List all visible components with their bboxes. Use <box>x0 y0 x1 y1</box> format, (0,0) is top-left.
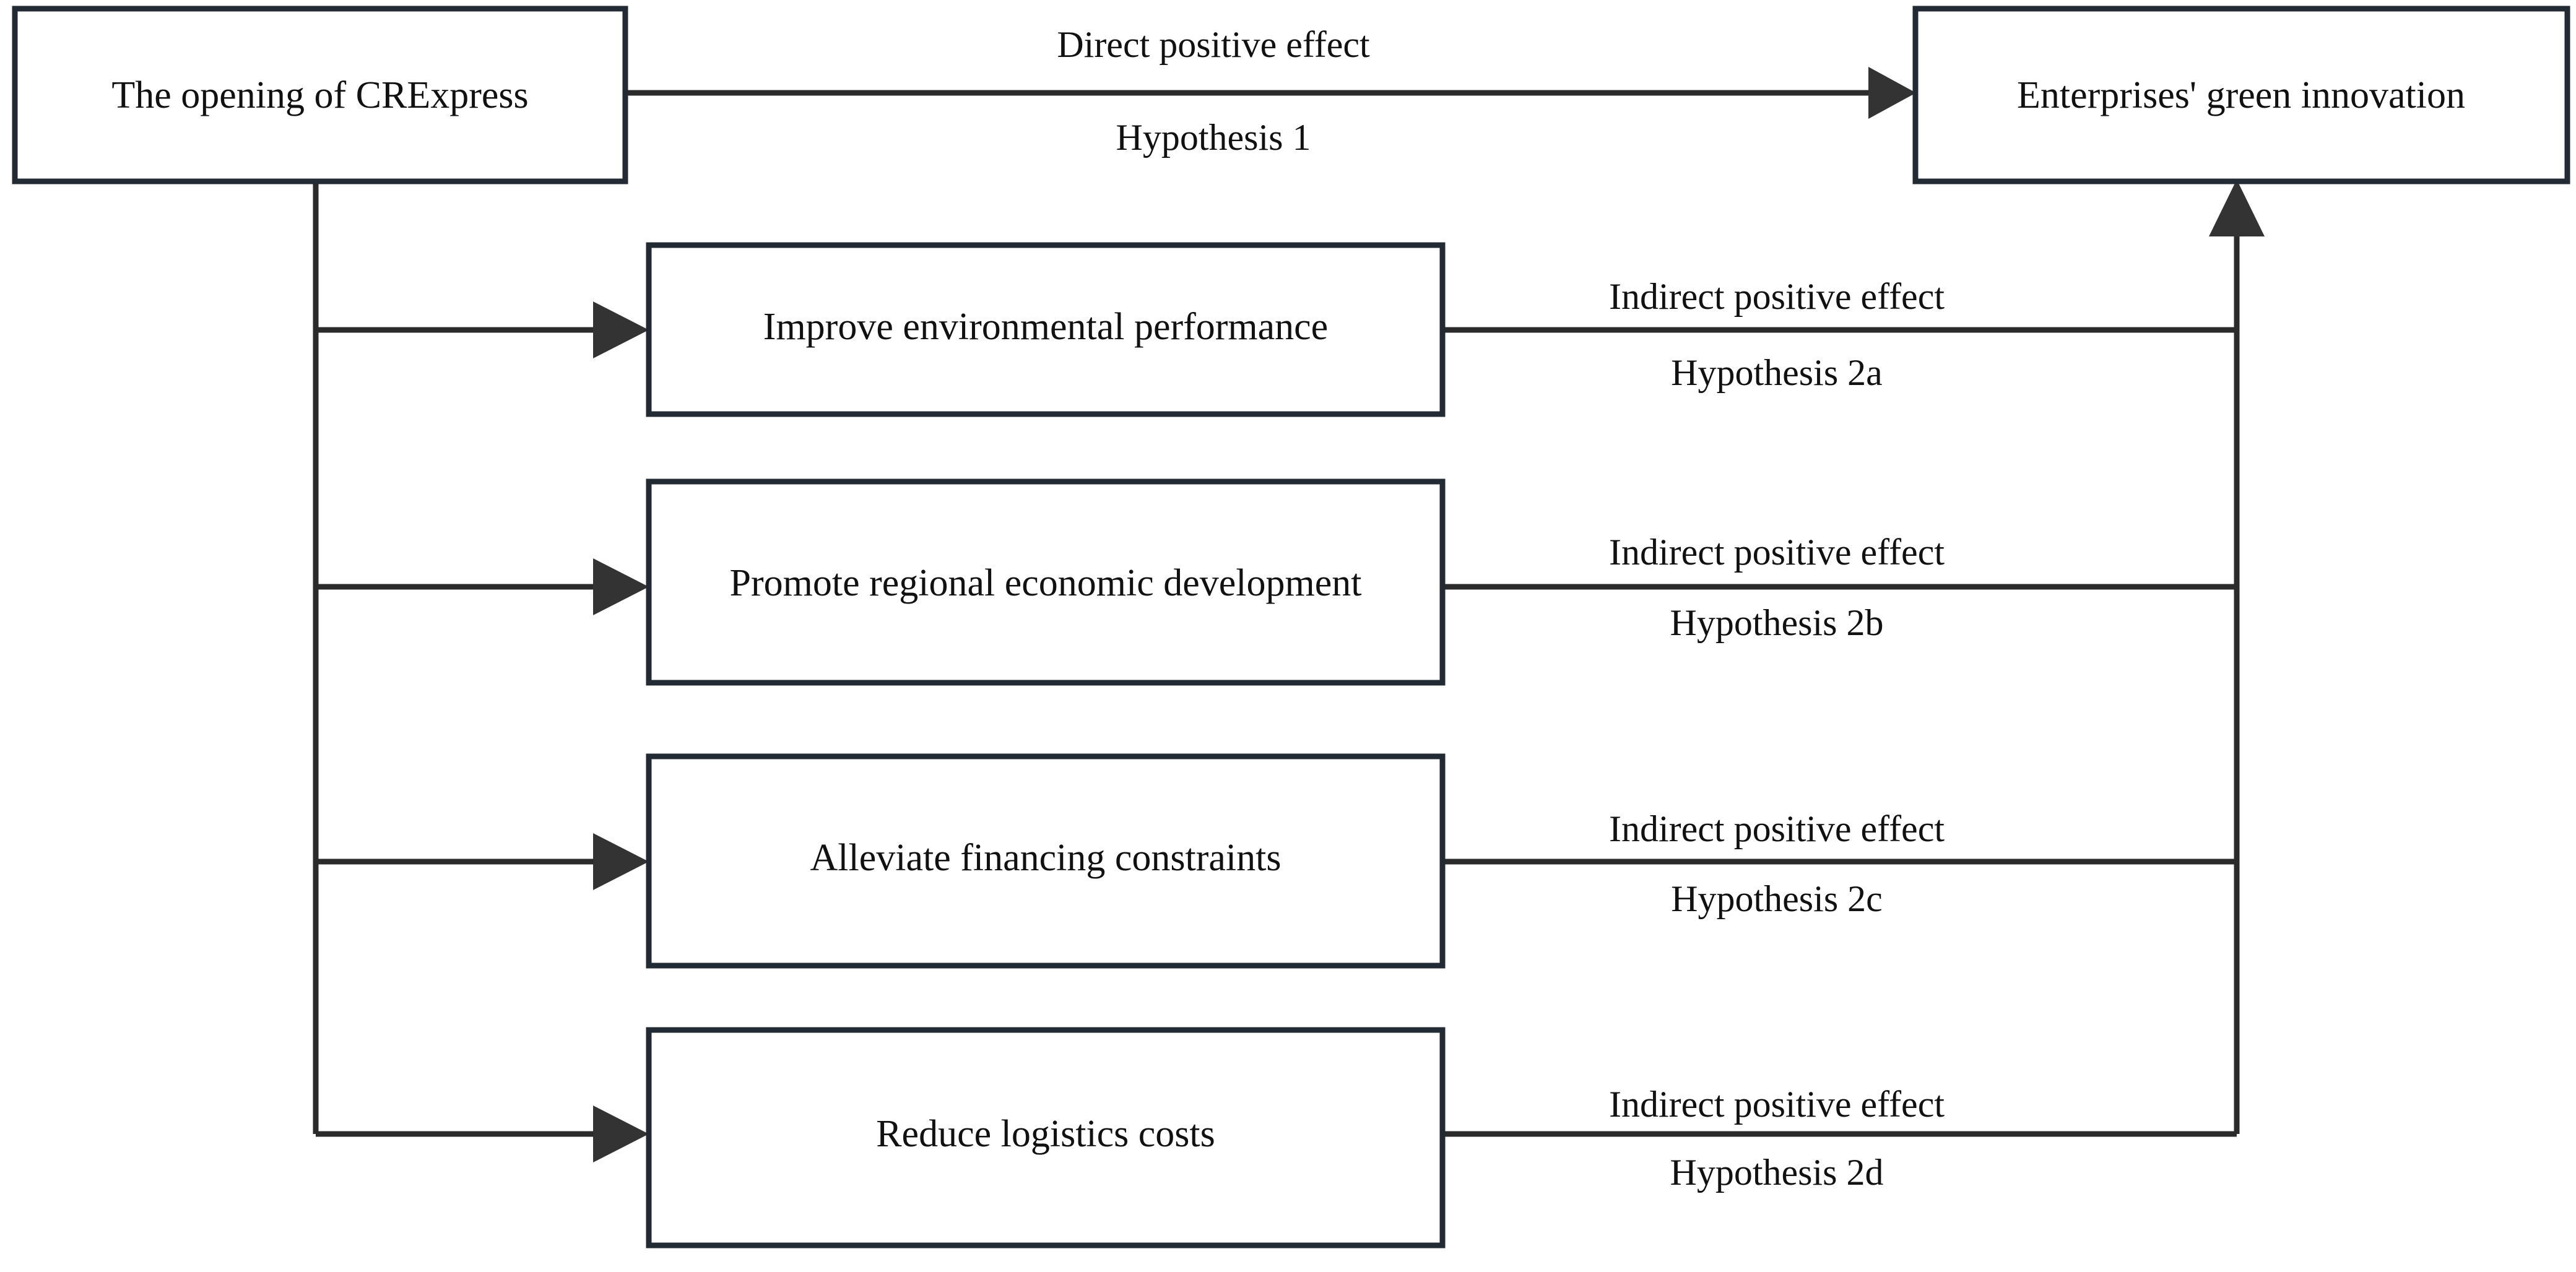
node-mediator-4-label: Reduce logistics costs <box>876 1113 1215 1155</box>
node-mediator-1-box <box>646 242 1446 417</box>
node-target-label: Enterprises' green innovation <box>2017 74 2465 116</box>
node-target[interactable]: Enterprises' green innovation <box>1912 6 2570 184</box>
edge-indirect-2-hypothesis-label: Hypothesis 2b <box>1670 602 1884 643</box>
edge-branch-4-arrowhead <box>593 1105 649 1162</box>
edge-branch-2-arrowhead <box>593 558 649 615</box>
edge-source-to-mediator-3 <box>316 833 649 890</box>
node-mediator-3-box <box>646 753 1446 969</box>
edge-indirect-1-effect-label: Indirect positive effect <box>1609 276 1945 317</box>
edge-direct-hypothesis-label: Hypothesis 1 <box>1116 117 1311 158</box>
node-source-box <box>12 6 628 184</box>
edge-indirect-2-effect-label: Indirect positive effect <box>1609 532 1945 573</box>
edge-indirect-3-hypothesis-label: Hypothesis 2c <box>1671 878 1883 919</box>
edge-source-to-mediator-4 <box>316 1105 649 1162</box>
right-trunk <box>2209 180 2265 1134</box>
node-mediator-2[interactable]: Promote regional economic development <box>646 478 1446 686</box>
edge-indirect-4-hypothesis-label: Hypothesis 2d <box>1670 1152 1884 1193</box>
node-source-label: The opening of CRExpress <box>111 74 528 116</box>
node-target-box <box>1912 6 2570 184</box>
edge-direct-arrowhead <box>1868 67 1916 119</box>
edge-direct-effect-label: Direct positive effect <box>1057 24 1370 65</box>
right-trunk-arrowhead <box>2209 180 2265 236</box>
node-mediator-2-label: Promote regional economic development <box>730 562 1362 604</box>
node-mediator-1[interactable]: Improve environmental performance <box>646 242 1446 417</box>
edge-indirect-1-hypothesis-label: Hypothesis 2a <box>1671 352 1883 393</box>
edge-branch-1-arrowhead <box>593 301 649 358</box>
edge-source-to-mediator-2 <box>316 558 649 615</box>
node-mediator-3-label: Alleviate financing constraints <box>810 837 1281 879</box>
node-mediator-1-label: Improve environmental performance <box>763 306 1328 348</box>
node-mediator-3[interactable]: Alleviate financing constraints <box>646 753 1446 969</box>
edge-direct-effect <box>625 67 1916 119</box>
node-mediator-2-box <box>646 478 1446 686</box>
node-source[interactable]: The opening of CRExpress <box>12 6 628 184</box>
node-mediator-4-box <box>646 1027 1446 1248</box>
edge-indirect-4-effect-label: Indirect positive effect <box>1609 1084 1945 1125</box>
node-mediator-4[interactable]: Reduce logistics costs <box>646 1027 1446 1248</box>
edge-indirect-3-effect-label: Indirect positive effect <box>1609 808 1945 849</box>
edge-branch-3-arrowhead <box>593 833 649 890</box>
edge-source-to-mediator-1 <box>316 301 649 358</box>
